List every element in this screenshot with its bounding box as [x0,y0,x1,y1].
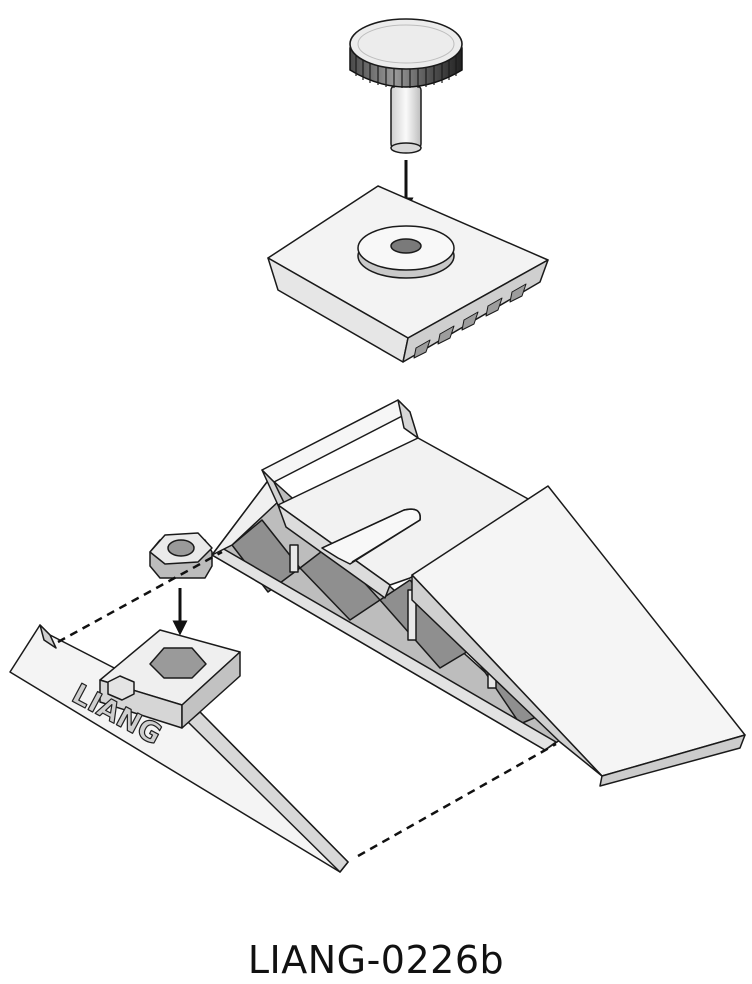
clamp-teeth [413,283,527,359]
hex-nut-hole [167,539,195,557]
alignment-line-upper [57,550,223,644]
hex-nut-pocket [149,647,207,679]
knob-top [349,18,463,70]
part-number-caption: LIANG-0226b [247,938,505,982]
base-ramp-side [411,574,603,777]
wedge-tab [107,675,135,701]
base-ramp-edge [599,734,746,787]
washer-hole [390,238,422,254]
wedge-block: LIANG [9,624,349,873]
clamp-block [267,185,549,363]
base-back-ridge-slope [397,399,419,439]
nut-pocket-block-side [181,651,241,729]
thumb-screw [349,18,463,154]
alignment-guides [57,550,557,858]
screw-shaft [390,85,422,149]
hex-nut [149,532,213,579]
exploded-assembly-diagram: LIANG [9,18,746,873]
screw-shaft-tip [390,142,422,154]
wedge-spine [39,624,57,649]
alignment-line-lower [357,742,557,858]
main-base-bracket [211,399,746,787]
